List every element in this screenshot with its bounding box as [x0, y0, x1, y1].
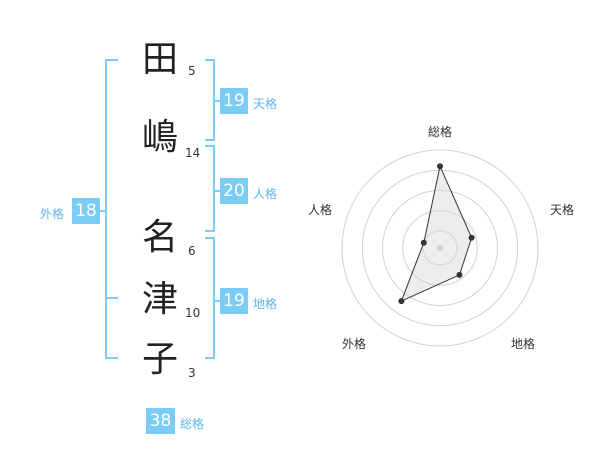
radar-axis-label-soukaku: 総格 [428, 125, 453, 139]
chikaku-badge: 19 [220, 288, 248, 314]
stroke-count-3: 6 [188, 244, 196, 258]
radar-series-polygon [400, 164, 473, 303]
chikaku-bracket [205, 237, 215, 359]
soukaku-label: 総格 [180, 417, 205, 431]
radar-axis-label-tenkaku: 天格 [550, 203, 575, 217]
jinkaku-bracket [205, 145, 215, 232]
radar-point-4 [420, 239, 427, 246]
name-char-2: 嶋 [141, 117, 178, 158]
tenkaku-badge: 19 [220, 88, 248, 114]
radar-center-dot [437, 245, 443, 251]
radar-grid-circle [341, 149, 539, 347]
name-char-1: 田 [141, 39, 178, 80]
radar-point-1 [468, 234, 475, 241]
name-char-4: 津 [141, 279, 178, 320]
radar-point-0 [437, 163, 443, 170]
tenkaku-bracket [205, 59, 215, 141]
chikaku-label: 地格 [253, 297, 278, 311]
radar-grid-circle [361, 169, 519, 327]
radar-grid-circle [422, 230, 458, 266]
radar-grid-circle [382, 190, 498, 306]
tenkaku-label: 天格 [253, 97, 278, 111]
soukaku-badge: 38 [146, 408, 175, 434]
jinkaku-badge: 20 [220, 178, 248, 204]
gaikaku-bracket [105, 59, 118, 359]
radar-chart [341, 149, 539, 347]
gaikaku-label: 外格 [40, 207, 65, 221]
jinkaku-label: 人格 [253, 187, 278, 201]
stroke-count-4: 10 [185, 306, 201, 320]
gaikaku-badge: 18 [72, 198, 100, 224]
name-char-3: 名 [141, 217, 178, 258]
stroke-count-5: 3 [188, 366, 196, 380]
radar-grid-circle [402, 210, 478, 286]
name-char-5: 子 [141, 339, 178, 380]
radar-axis-label-chikaku: 地格 [511, 337, 536, 351]
stroke-count-1: 5 [188, 64, 196, 78]
stroke-count-2: 14 [185, 146, 201, 160]
radar-axis-label-jinkaku: 人格 [308, 203, 333, 217]
radar-point-2 [456, 271, 463, 278]
radar-point-3 [398, 298, 405, 305]
radar-axis-label-gaikaku: 外格 [342, 337, 367, 351]
